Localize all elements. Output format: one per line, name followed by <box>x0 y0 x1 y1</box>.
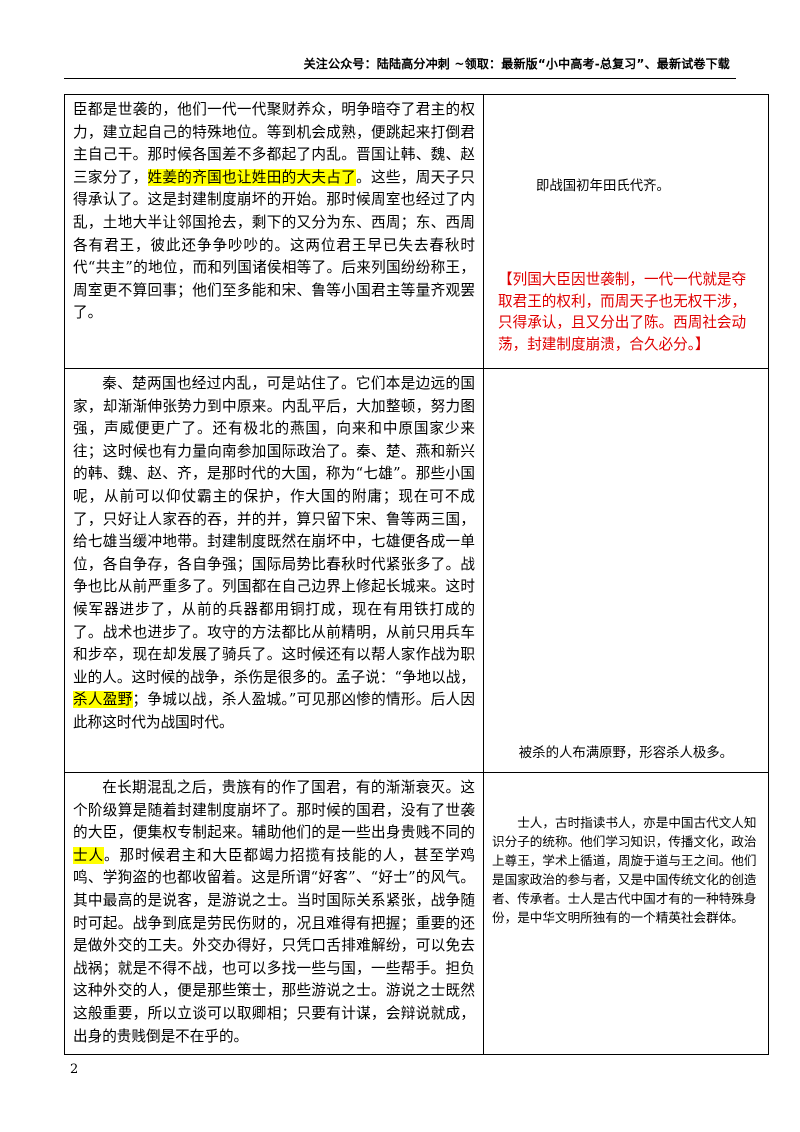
summary-note: 【列国大臣因世袭制，一代一代就是夺取君王的权利，而周天子也无权干涉，只得承认，且… <box>498 271 747 353</box>
main-text-cell: 在长期混乱之后，贵族有的作了国君，有的渐渐衰灭。这个阶级算是随着封建制度崩坏了。… <box>64 771 484 1056</box>
highlighted-text: 姓姜的齐国也让姓田的大夫占了 <box>147 168 357 186</box>
page-header: 关注公众号：陆陆高分冲刺 ~领取：最新版“小中高考-总复习”、最新试卷下载 <box>303 57 730 71</box>
text-segment: 秦、楚两国也经过内乱，可是站住了。它们本是边远的国家，却渐渐伸张势力到中原来。内… <box>73 375 475 686</box>
note-text: 被杀的人布满原野，形容杀人极多。 <box>518 746 734 761</box>
main-text-cell: 臣都是世袭的，他们一代一代聚财养众，明争暗夺了君主的权力，建立起自己的特殊地位。… <box>64 94 484 369</box>
header-rule <box>64 78 736 79</box>
text-segment: 臣都是世袭的，他们一代一代聚财养众，明争暗夺了君主的权力，建立起自己的特殊地位。… <box>73 101 475 186</box>
main-paragraph: 秦、楚两国也经过内乱，可是站住了。它们本是边远的国家，却渐渐伸张势力到中原来。内… <box>73 373 475 735</box>
annotation-table: 臣都是世袭的，他们一代一代聚财养众，明争暗夺了君主的权力，建立起自己的特殊地位。… <box>64 94 769 1056</box>
highlighted-text: 士人 <box>73 846 104 864</box>
note-cell: 士人，古时指读书人，亦是中国古代文人知识分子的统称。他们学习知识，传播文化，政治… <box>483 771 769 1056</box>
main-text-cell: 秦、楚两国也经过内乱，可是站住了。它们本是边远的国家，却渐渐伸张势力到中原来。内… <box>64 368 484 773</box>
note-text: 即战国初年田氏代齐。 <box>536 179 670 194</box>
note-text: 士人，古时指读书人，亦是中国古代文人知识分子的统称。他们学习知识，传播文化，政治… <box>492 815 757 925</box>
highlighted-text: 杀人盈野 <box>73 691 133 709</box>
text-segment: ；争城以战，杀人盈城。”可见那凶惨的情形。后人因此称这时代为战国时代。 <box>73 691 475 731</box>
note-cell: 即战国初年田氏代齐。 【列国大臣因世袭制，一代一代就是夺取君王的权利，而周天子也… <box>483 94 769 369</box>
main-paragraph: 臣都是世袭的，他们一代一代聚财养众，明争暗夺了君主的权力，建立起自己的特殊地位。… <box>73 99 475 325</box>
note-cell: 被杀的人布满原野，形容杀人极多。 <box>483 368 769 773</box>
text-segment: 。那时候君主和大臣都竭力招揽有技能的人，甚至学鸡鸣、学狗盗的也都收留着。这是所谓… <box>73 846 475 1045</box>
text-segment: 在长期混乱之后，贵族有的作了国君，有的渐渐衰灭。这个阶级算是随着封建制度崩坏了。… <box>73 779 475 842</box>
table-row: 秦、楚两国也经过内乱，可是站住了。它们本是边远的国家，却渐渐伸张势力到中原来。内… <box>64 368 769 773</box>
main-paragraph: 在长期混乱之后，贵族有的作了国君，有的渐渐衰灭。这个阶级算是随着封建制度崩坏了。… <box>73 777 475 1048</box>
page-number: 2 <box>70 1062 79 1077</box>
table-row: 臣都是世袭的，他们一代一代聚财养众，明争暗夺了君主的权力，建立起自己的特殊地位。… <box>64 94 769 369</box>
text-segment: 。这些，周天子只得承认了。这是封建制度崩坏的开始。那时候周室也经过了内乱，土地大… <box>73 168 475 322</box>
table-row: 在长期混乱之后，贵族有的作了国君，有的渐渐衰灭。这个阶级算是随着封建制度崩坏了。… <box>64 771 769 1056</box>
